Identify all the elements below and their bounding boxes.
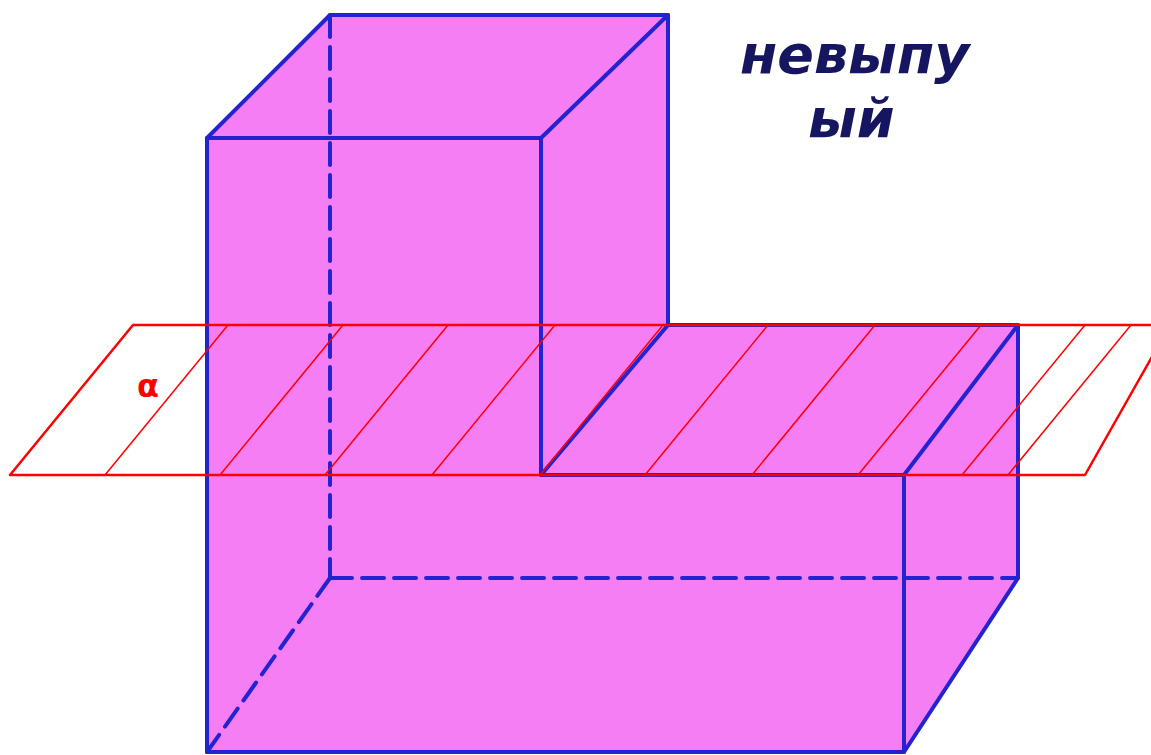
- plane-hatching: [105, 325, 1131, 475]
- hatch-line: [645, 325, 768, 475]
- hatch-line: [858, 325, 981, 475]
- hatch-line: [105, 325, 228, 475]
- faces: [207, 15, 1018, 752]
- hatch-line: [752, 325, 875, 475]
- hatch-line: [962, 325, 1085, 475]
- hatch-line: [432, 325, 555, 475]
- title-text: ый: [808, 92, 895, 146]
- hidden-edges: [207, 15, 1018, 752]
- hatch-line: [220, 325, 343, 475]
- hatch-line: [540, 325, 663, 475]
- plane-alpha: [10, 325, 1151, 475]
- plane-label: α: [137, 370, 159, 402]
- title-text: невыпу: [740, 28, 969, 82]
- visible-edges: [207, 15, 1018, 752]
- hatch-line: [1008, 325, 1131, 475]
- hatch-line: [325, 325, 448, 475]
